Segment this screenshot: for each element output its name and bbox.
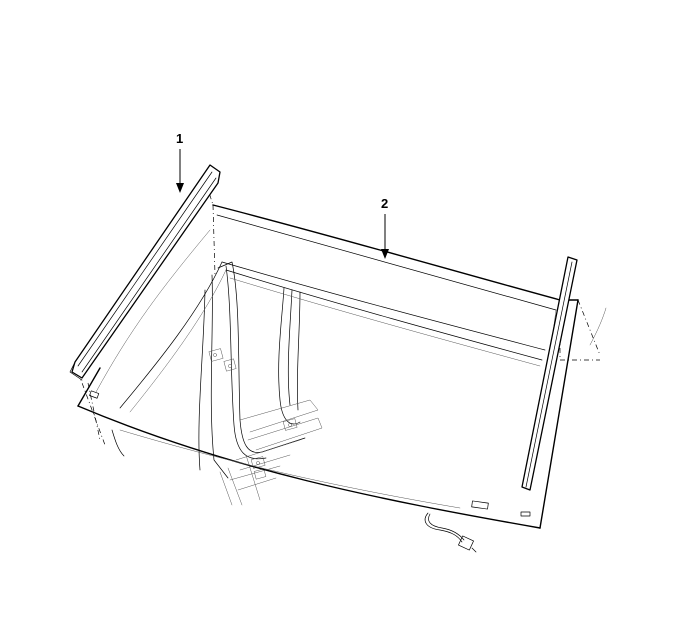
left-side-molding <box>69 164 221 381</box>
sensor-connector <box>424 512 477 553</box>
vehicle-body-structure <box>198 261 323 506</box>
callout-1: 1 <box>176 131 184 193</box>
callout-2-arrowhead <box>381 249 389 259</box>
callout-2: 2 <box>381 196 389 259</box>
callout-2-label: 2 <box>381 196 388 211</box>
callout-1-label: 1 <box>176 131 183 146</box>
left-extension-lines <box>77 182 216 446</box>
right-side-molding <box>521 256 578 491</box>
windshield-glass <box>77 204 579 529</box>
callout-1-arrowhead <box>176 183 184 193</box>
